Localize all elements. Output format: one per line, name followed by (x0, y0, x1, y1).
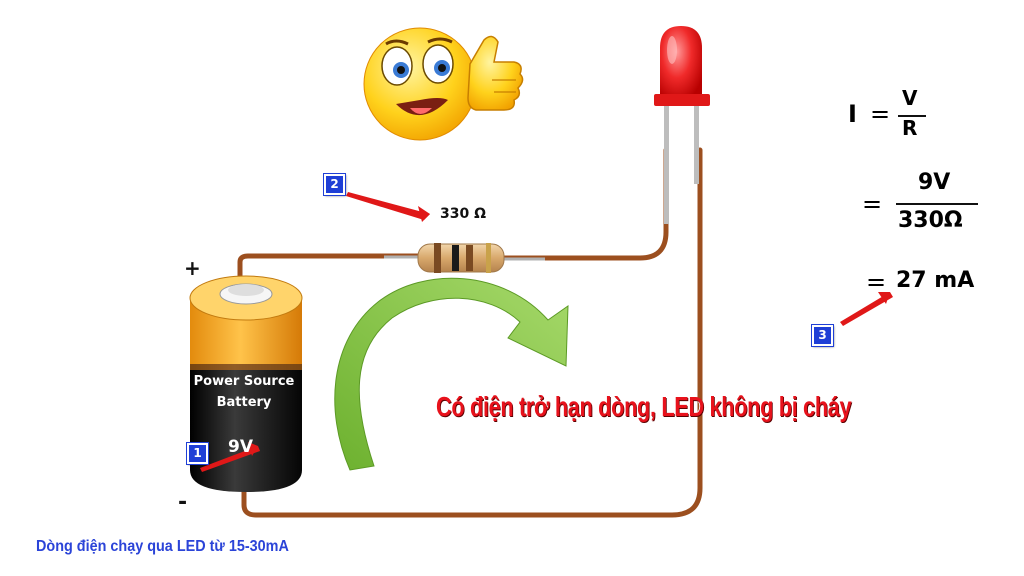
battery-label-line2: Battery (216, 395, 272, 410)
fraction-bar (896, 115, 978, 205)
wire (237, 147, 703, 518)
battery-label-line1: Power Source (193, 374, 295, 389)
formula-current: I (848, 100, 857, 128)
formula-numerator: 9V (918, 170, 951, 195)
step-badge-3: 3 (811, 324, 834, 347)
formula-equals: = (862, 190, 883, 218)
resistor-value-label: 330 Ω (440, 206, 486, 222)
smiley-thumbs-up-icon (363, 27, 524, 141)
step-badge-2: 2 (323, 173, 346, 196)
formula-resistance: R (902, 116, 918, 140)
step-badge-1: 1 (186, 442, 209, 465)
resistor (417, 243, 505, 273)
caption-text: Có điện trở hạn dòng, LED không bị cháy (436, 391, 852, 422)
led-current-note: Dòng điện chạy qua LED từ 15-30mA (36, 538, 289, 555)
battery-negative-label: - (178, 490, 188, 515)
battery (189, 275, 303, 492)
formula-equals: = (866, 268, 887, 296)
pointer-arrow (200, 192, 893, 472)
formula-result: 27 mA (896, 268, 975, 293)
current-flow-arrow (334, 277, 569, 471)
resistor-lead (384, 255, 545, 261)
formula-denominator: 330Ω (898, 208, 963, 233)
battery-positive-label: + (184, 256, 201, 280)
formula-voltage: V (902, 86, 918, 110)
led (654, 26, 710, 224)
formula-equals: = (870, 100, 891, 128)
battery-voltage-label: 9V (228, 437, 253, 457)
